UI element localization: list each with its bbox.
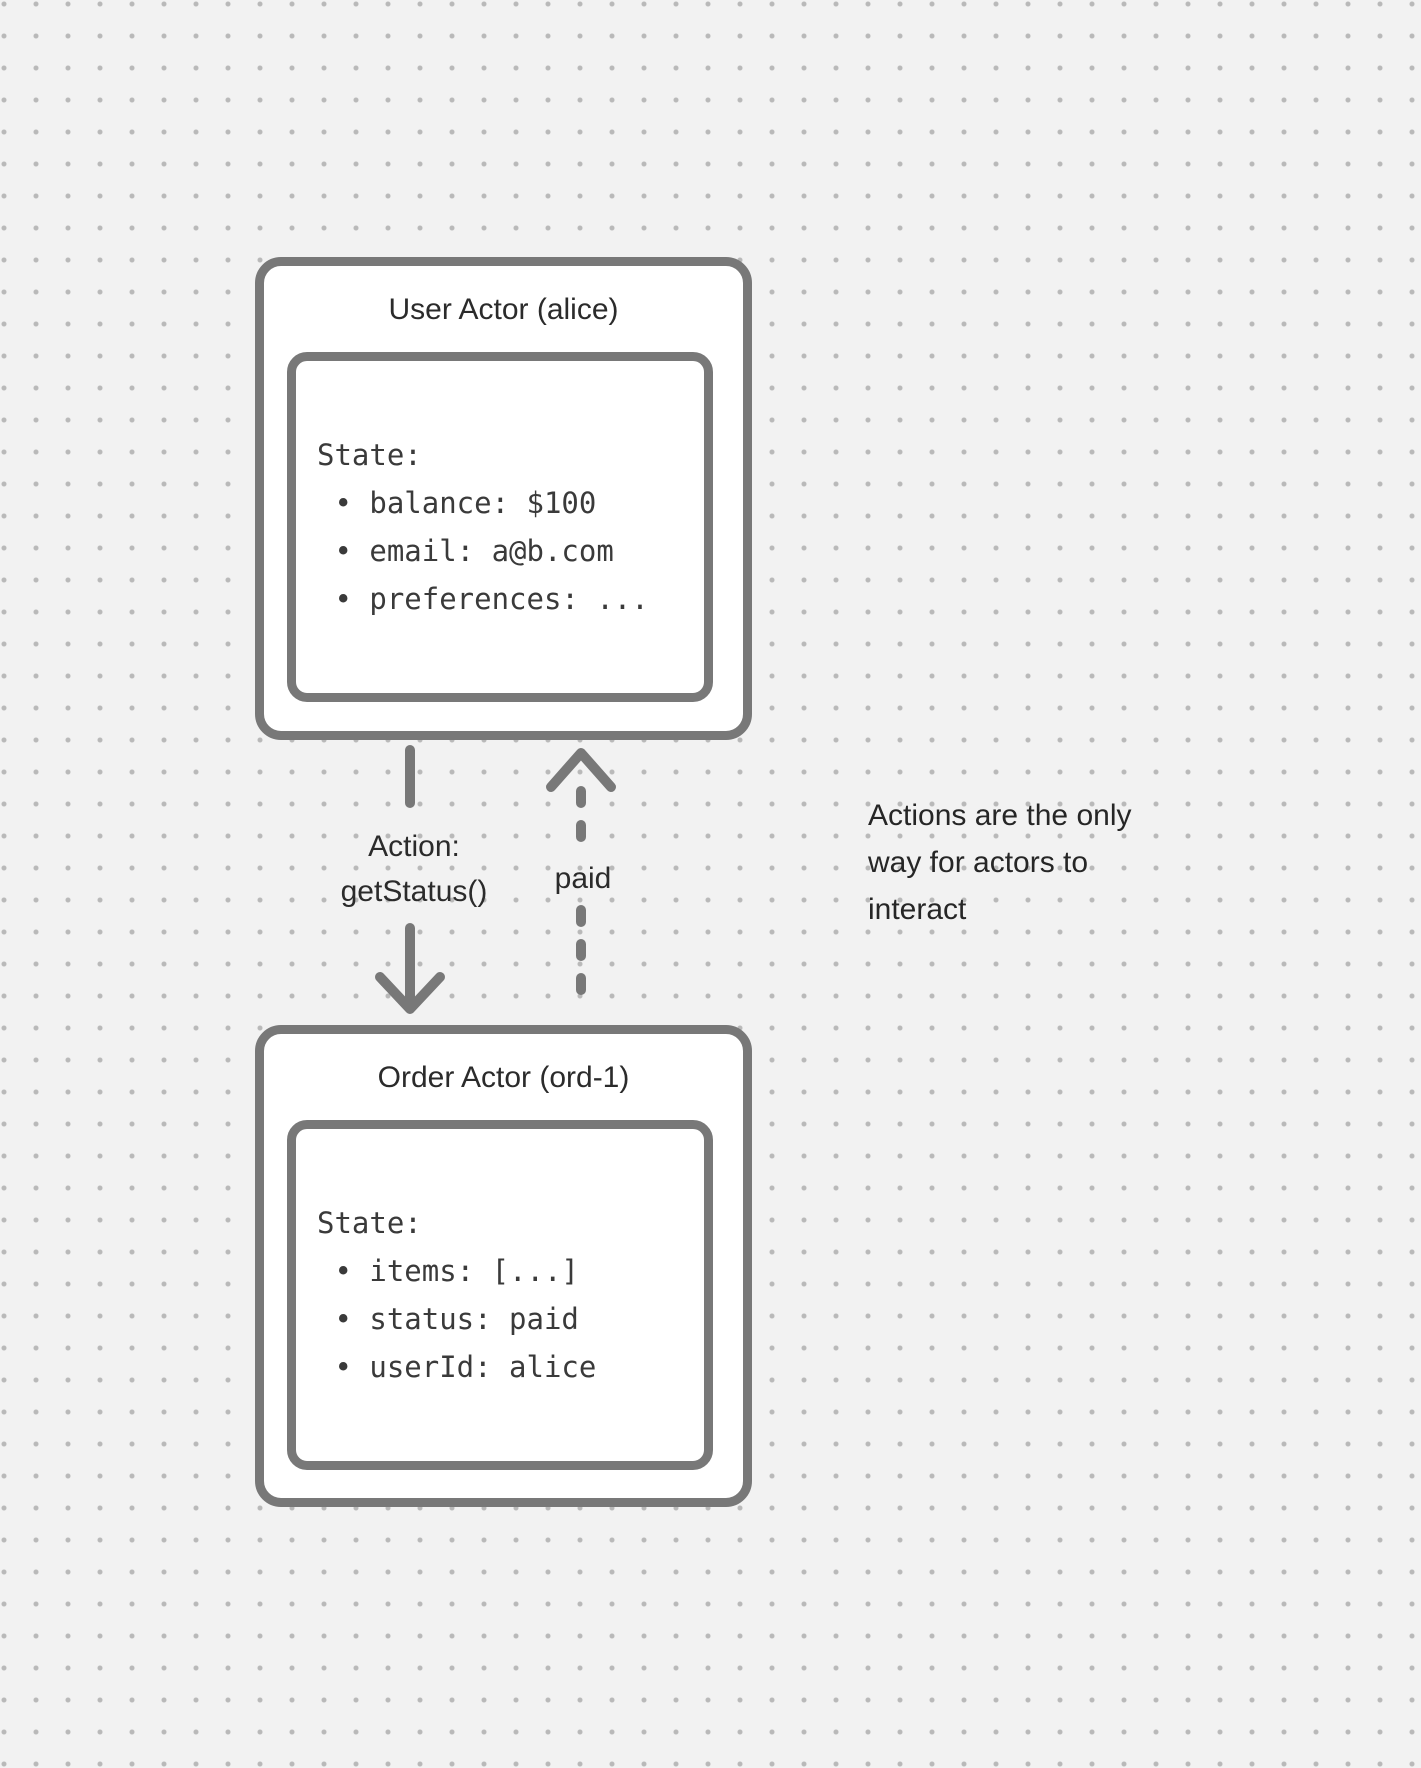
action-arrow-label[interactable]: Action: getStatus() <box>340 830 488 908</box>
order-actor-state-box[interactable]: State: • items: [...] • status: paid • u… <box>287 1120 713 1470</box>
user-actor-state-box[interactable]: State: • balance: $100 • email: a@b.com … <box>287 352 713 702</box>
action-arrowhead-down-icon <box>375 972 445 1014</box>
order-actor-box[interactable]: Order Actor (ord-1) State: • items: [...… <box>255 1025 752 1507</box>
paid-arrow-label[interactable]: paid <box>554 862 612 895</box>
user-actor-box[interactable]: User Actor (alice) State: • balance: $10… <box>255 257 752 740</box>
user-actor-state-text: State: • balance: $100 • email: a@b.com … <box>317 438 649 616</box>
order-actor-title: Order Actor (ord-1) <box>377 1061 630 1094</box>
user-actor-title: User Actor (alice) <box>388 293 619 326</box>
order-actor-state-text: State: • items: [...] • status: paid • u… <box>317 1206 597 1384</box>
annotation-text[interactable]: Actions are the only way for actors to i… <box>868 799 1132 926</box>
paid-arrowhead-up-icon <box>546 748 616 792</box>
